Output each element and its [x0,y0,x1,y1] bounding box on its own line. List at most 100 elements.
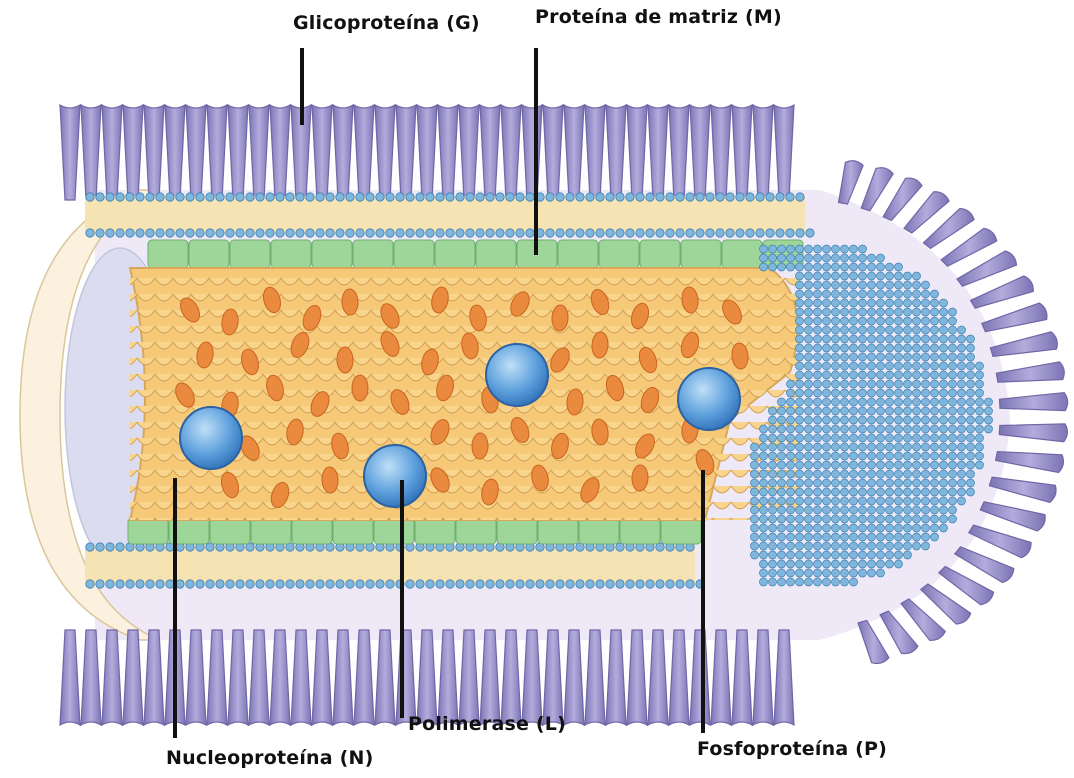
tip-coil-dot [904,407,912,415]
lipid-head [496,193,504,201]
tip-coil-dot [940,389,948,397]
tip-coil-dot [940,488,948,496]
tip-coil-dot [895,353,903,361]
tip-coil-dot [796,281,804,289]
lipid-head [666,229,674,237]
tip-coil-dot [868,434,876,442]
tip-coil-dot [967,335,975,343]
tip-coil-dot [931,506,939,514]
tip-coil-dot [841,452,849,460]
tip-coil-dot [967,407,975,415]
tip-coil-dot [796,515,804,523]
tip-coil-dot [967,362,975,370]
tip-coil-dot [823,299,831,307]
tip-coil-dot [787,470,795,478]
lipid-head [386,193,394,201]
tip-coil-dot [805,281,813,289]
tip-coil-dot [814,254,822,262]
lipid-head [696,193,704,201]
tip-coil-dot [886,434,894,442]
tip-coil-dot [841,524,849,532]
tip-coil-dot [841,380,849,388]
tip-coil-dot [904,488,912,496]
glycoprotein-spike [186,630,206,725]
lipid-head [416,193,424,201]
lipid-head [356,193,364,201]
tip-coil-dot [796,497,804,505]
tip-coil-dot [760,245,768,253]
lipid-head [756,229,764,237]
tip-coil-dot [886,425,894,433]
lipid-head [636,229,644,237]
tip-coil-dot [958,488,966,496]
tip-coil-dot [886,497,894,505]
lipid-head [86,229,94,237]
lipid-head [156,580,164,588]
lipid-head [276,580,284,588]
tip-coil-dot [940,470,948,478]
lipid-head [636,580,644,588]
tip-coil-dot [823,497,831,505]
lipid-head [326,229,334,237]
tip-coil-dot [877,560,885,568]
tip-coil-dot [841,488,849,496]
tip-coil-dot [814,425,822,433]
tip-coil-dot [868,488,876,496]
tip-coil-dot [895,398,903,406]
lipid-head [226,193,234,201]
tip-coil-dot [823,335,831,343]
lipid-head [176,580,184,588]
lipid-head [126,580,134,588]
matrix-unit [538,518,578,544]
lipid-head [506,580,514,588]
tip-coil-dot [949,461,957,469]
tip-coil-dot [760,254,768,262]
tip-coil-dot [976,398,984,406]
tip-coil-dot [913,497,921,505]
tip-coil-dot [877,452,885,460]
tip-coil-dot [805,578,813,586]
tip-coil-dot [868,317,876,325]
tip-coil-dot [850,524,858,532]
lipid-head [166,193,174,201]
tip-coil-dot [805,506,813,514]
tip-coil-dot [814,443,822,451]
tip-coil-dot [769,515,777,523]
tip-coil-dot [796,308,804,316]
tip-coil-dot [823,371,831,379]
tip-coil-dot [967,380,975,388]
tip-coil-dot [904,506,912,514]
tip-coil-dot [940,434,948,442]
tip-coil-dot [796,380,804,388]
tip-coil-dot [805,389,813,397]
tip-coil-dot [931,353,939,361]
lipid-head [266,229,274,237]
lipid-head [206,580,214,588]
tip-coil-dot [805,290,813,298]
tip-coil-dot [868,326,876,334]
tip-coil-dot [814,452,822,460]
tip-coil-dot [922,407,930,415]
glycoprotein-spike [60,105,80,200]
tip-coil-dot [877,488,885,496]
tip-coil-dot [886,452,894,460]
lipid-head [686,580,694,588]
tip-coil-dot [922,362,930,370]
tip-coil-dot [913,344,921,352]
tip-coil-dot [886,470,894,478]
tip-coil-dot [805,335,813,343]
tip-coil-dot [877,425,885,433]
tip-coil-dot [913,425,921,433]
tip-coil-dot [931,380,939,388]
lipid-head [216,229,224,237]
tip-coil-dot [913,515,921,523]
tip-coil-dot [823,488,831,496]
tip-coil-dot [886,398,894,406]
tip-coil-dot [940,416,948,424]
tip-coil-dot [886,362,894,370]
tip-coil-dot [949,326,957,334]
tip-coil-dot [805,371,813,379]
tip-coil-dot [760,533,768,541]
tip-coil-dot [769,254,777,262]
tip-coil-dot [931,317,939,325]
